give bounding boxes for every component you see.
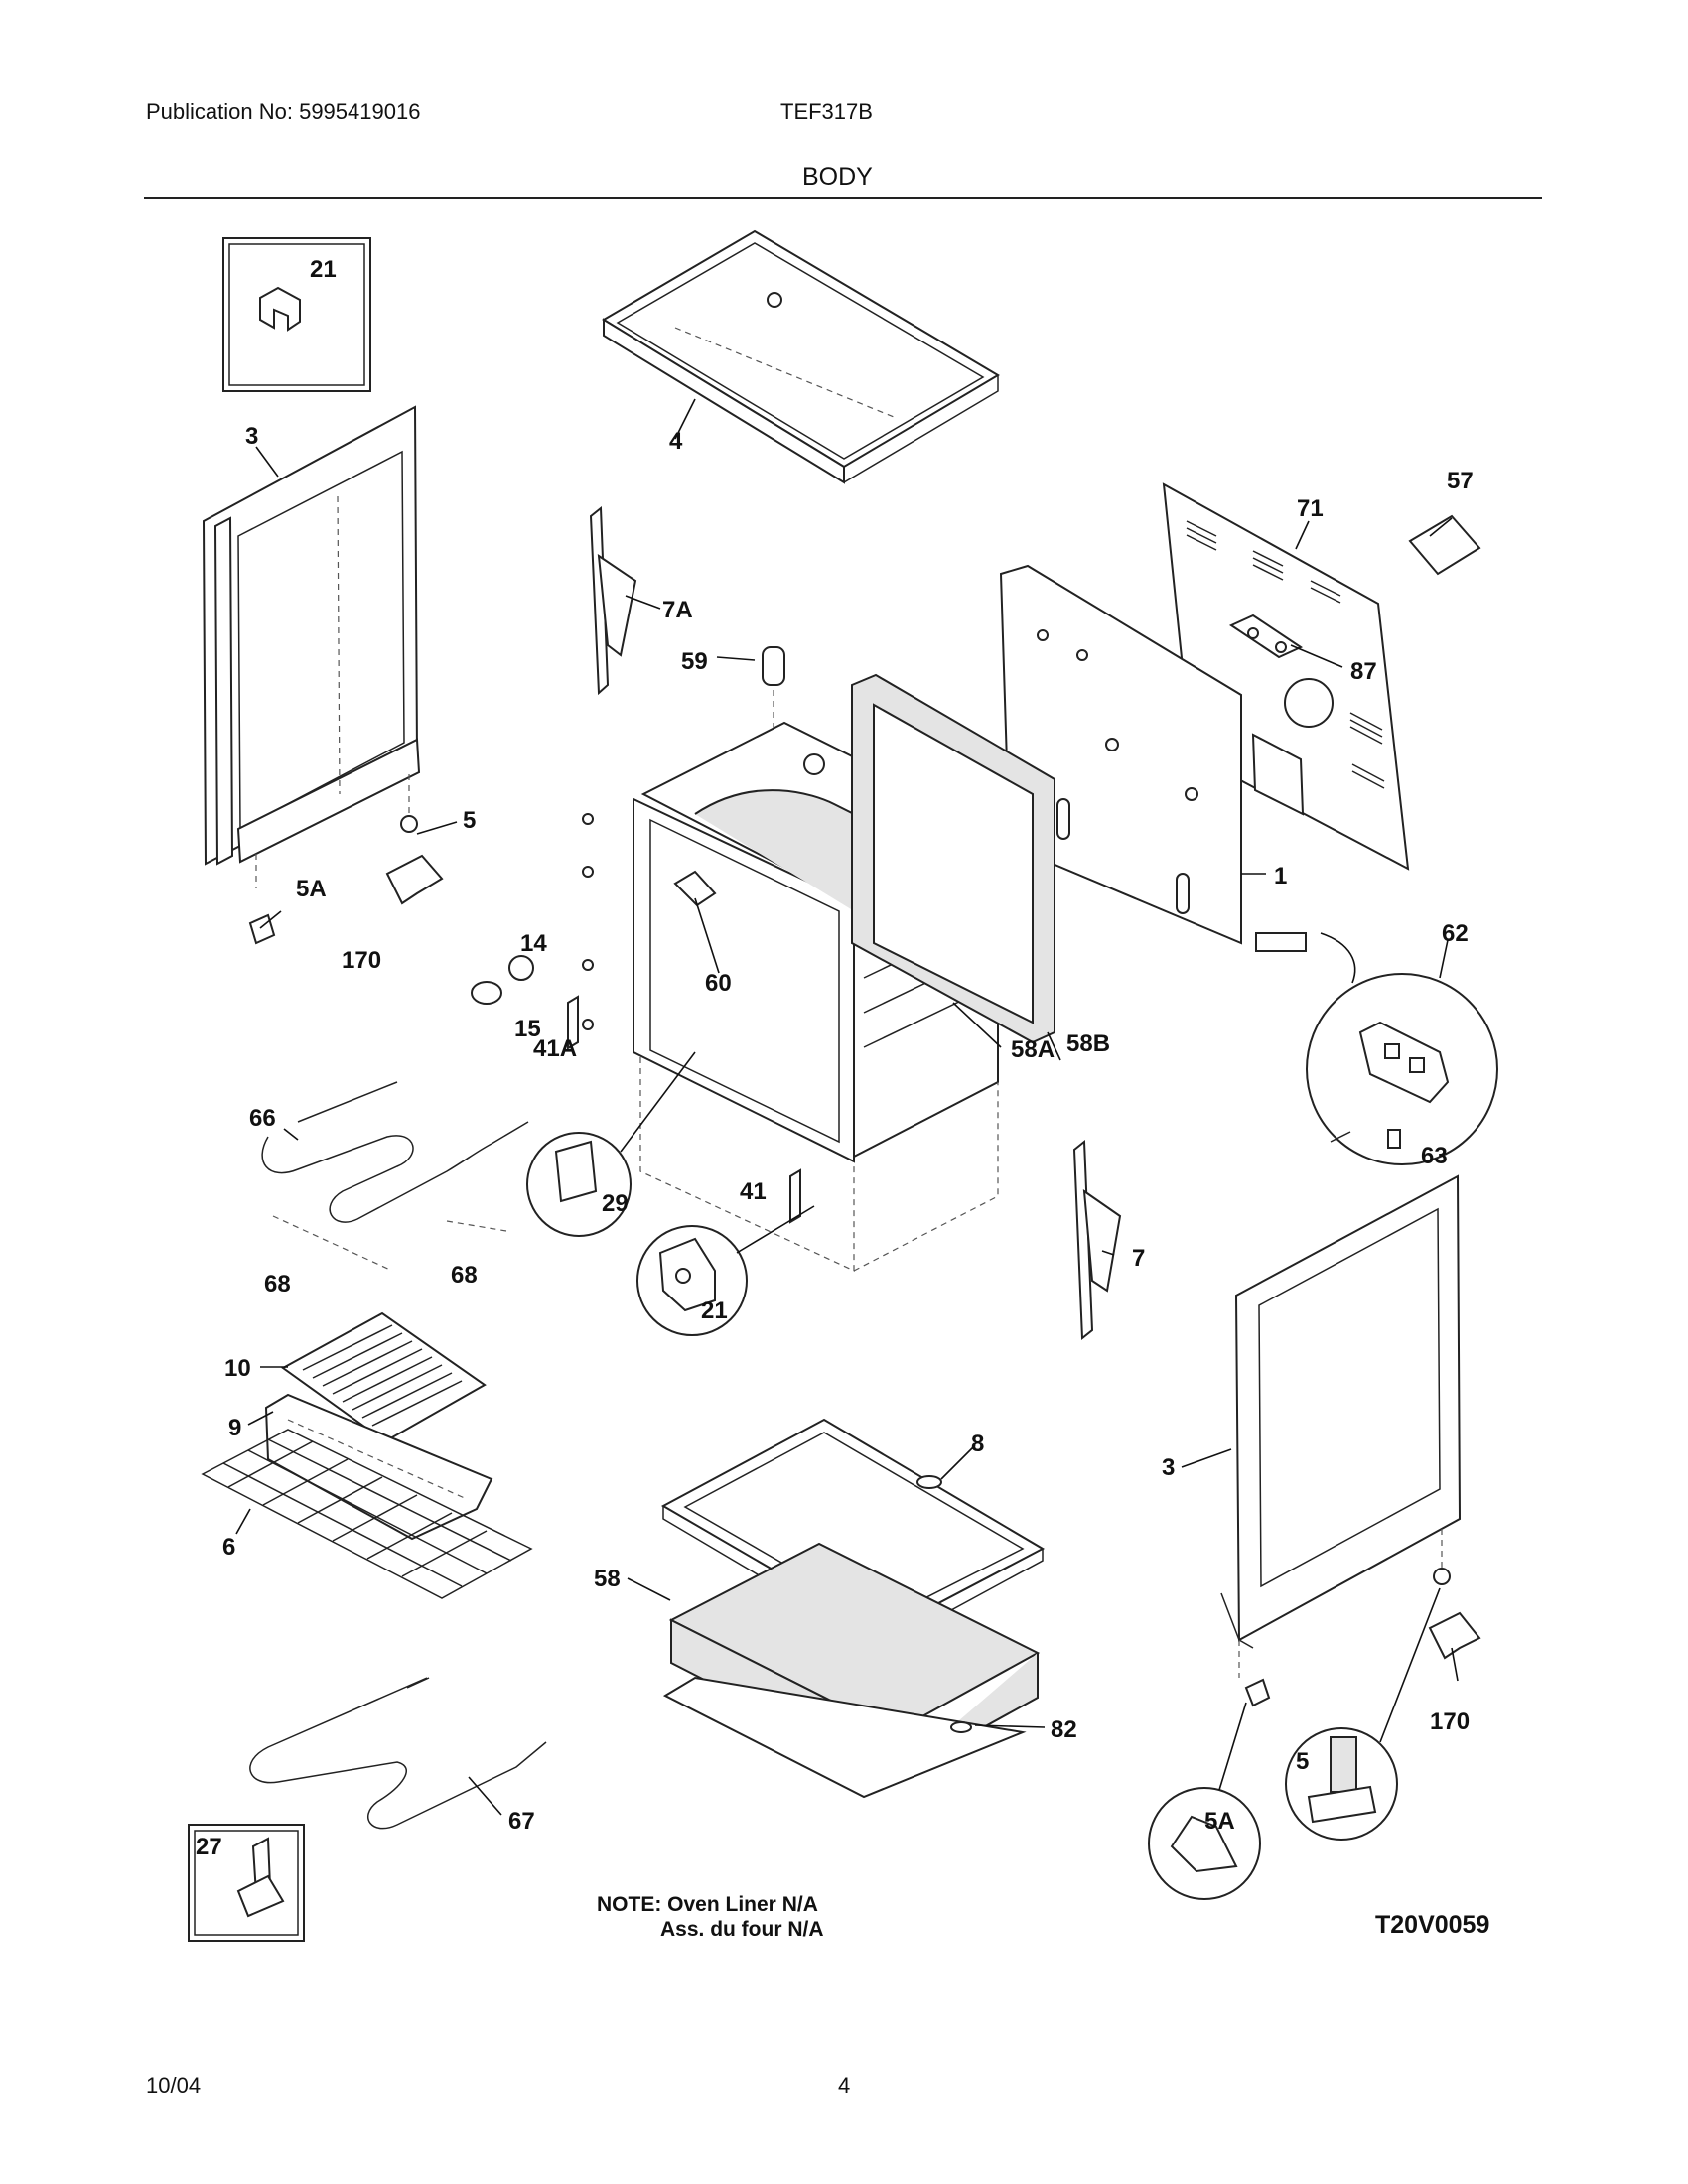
callout-14: 14: [520, 930, 547, 957]
insulation-58B: [851, 673, 1055, 1044]
callout-3-left: 3: [245, 423, 258, 450]
circle-detail-21: [636, 1205, 815, 1336]
broil-element-67: [249, 1677, 547, 1830]
header-rule: [144, 197, 1542, 199]
callout-41A: 41A: [533, 1035, 577, 1062]
bracket-41A: [567, 995, 579, 1050]
note-line-2: Ass. du four N/A: [660, 1918, 824, 1941]
bottom-cover-82: [662, 1676, 1027, 1799]
side-panel-right: [1220, 1174, 1462, 1678]
callout-170-right: 170: [1430, 1708, 1470, 1735]
hinge-7A: [589, 505, 637, 696]
note-line-1: NOTE: Oven Liner N/A: [597, 1893, 818, 1916]
leg-bracket-170-right: [1428, 1611, 1481, 1660]
callout-7: 7: [1132, 1245, 1145, 1272]
callout-68-b: 68: [451, 1262, 478, 1289]
side-panel-left: [202, 405, 421, 888]
inset-box-21: [222, 237, 371, 392]
light-bulb-14-15: [471, 813, 594, 1030]
callout-62: 62: [1442, 920, 1469, 947]
callout-5-left: 5: [463, 807, 476, 834]
publication-number: Publication No: 5995419016: [146, 99, 421, 124]
leg-bracket-170-left: [385, 854, 444, 905]
callout-9: 9: [228, 1415, 241, 1441]
callout-59: 59: [681, 648, 708, 675]
callout-63: 63: [1421, 1143, 1448, 1169]
circle-detail-5: [1285, 1587, 1441, 1841]
callout-1: 1: [1274, 863, 1287, 889]
callout-27: 27: [196, 1834, 222, 1860]
callout-170-left: 170: [342, 947, 381, 974]
leader-lines: [235, 398, 1459, 1816]
callout-5-right: 5: [1296, 1748, 1309, 1775]
callout-6: 6: [222, 1534, 235, 1561]
oven-rack-6: [201, 1429, 533, 1599]
callout-87: 87: [1350, 658, 1377, 685]
circle-detail-62: [1306, 973, 1498, 1165]
inset-box-27: [188, 1824, 305, 1942]
callout-labels: 21 3 4 7A 59 71 57 87 1 5 5A 170 14 15 6…: [196, 256, 1474, 1860]
bulb-59: [762, 646, 785, 740]
cover-plate-57: [1408, 514, 1481, 576]
callout-4: 4: [669, 428, 683, 455]
callout-57: 57: [1447, 468, 1474, 494]
callout-21-circle: 21: [701, 1297, 728, 1324]
bracket-41: [789, 1168, 801, 1224]
callout-10: 10: [224, 1355, 251, 1382]
callout-58A: 58A: [1011, 1036, 1055, 1063]
callout-15: 15: [514, 1016, 541, 1042]
callout-67: 67: [508, 1808, 535, 1835]
callout-5A-left: 5A: [296, 876, 327, 902]
callout-66: 66: [249, 1105, 276, 1132]
callout-21-box: 21: [310, 256, 337, 283]
callout-71: 71: [1297, 495, 1324, 522]
bracket-87: [1228, 614, 1304, 659]
bake-element-66: [261, 1081, 529, 1272]
callout-29: 29: [602, 1190, 629, 1217]
back-panel-71: [1162, 482, 1410, 871]
circle-detail-5A: [1148, 1702, 1261, 1900]
footer-date: 10/04: [146, 2073, 202, 2098]
top-panel: [602, 229, 1000, 484]
callout-58B: 58B: [1066, 1030, 1110, 1057]
callout-7A: 7A: [662, 597, 693, 623]
callout-58: 58: [594, 1566, 621, 1592]
callout-5A-right: 5A: [1204, 1808, 1235, 1835]
callout-68-a: 68: [264, 1271, 291, 1297]
drawing-code: T20V0059: [1375, 1911, 1489, 1939]
section-title: BODY: [802, 163, 873, 191]
broil-pan-9: [264, 1393, 493, 1541]
light-socket-60: [673, 870, 717, 907]
hinge-7: [1072, 1139, 1122, 1341]
callout-60: 60: [705, 970, 732, 997]
model-number: TEF317B: [780, 99, 873, 124]
page-number: 4: [838, 2073, 851, 2098]
callout-82: 82: [1051, 1716, 1077, 1743]
broil-pan-insert-10: [281, 1311, 487, 1443]
circle-detail-29: [526, 1051, 696, 1237]
callout-8: 8: [971, 1431, 984, 1457]
callout-3-right: 3: [1162, 1454, 1175, 1481]
leveler-right: [1244, 1568, 1451, 1707]
callout-41: 41: [740, 1178, 767, 1205]
